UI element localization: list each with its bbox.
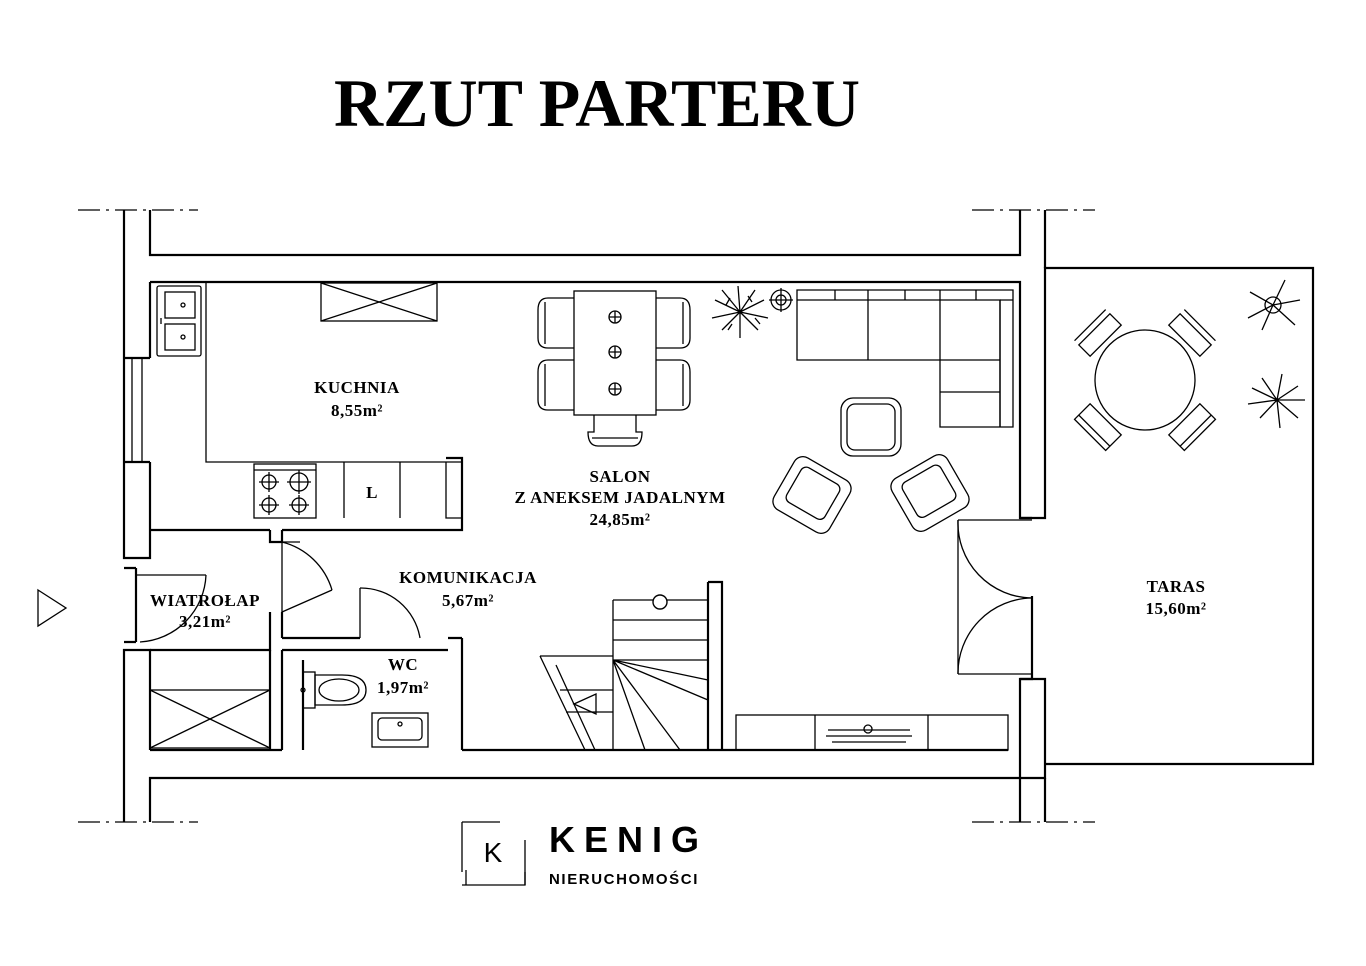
dining-table: [537, 290, 691, 447]
wiatrolap-area: 3,21m²: [179, 612, 231, 631]
washbasin-icon: [371, 712, 429, 748]
plan-title: RZUT PARTERU: [334, 65, 860, 141]
tv-cabinet: [735, 714, 1009, 751]
room-salon: SALON Z ANEKSEM JADALNYM 24,85m²: [514, 467, 725, 529]
logo-mark-icon: K: [461, 821, 526, 886]
armchair-right: [890, 454, 970, 532]
wc-area: 1,97m²: [377, 678, 429, 697]
wardrobe: [149, 689, 271, 749]
room-wiatrolap: WIATROŁAP 3,21m²: [150, 591, 260, 631]
taras-area: 15,60m²: [1145, 599, 1206, 618]
komunikacja-area: 5,67m²: [442, 591, 494, 610]
komunikacja-name: KOMUNIKACJA: [399, 568, 537, 587]
room-taras: TARAS 15,60m²: [1145, 577, 1206, 618]
room-komunikacja: KOMUNIKACJA 5,67m²: [399, 568, 537, 610]
plant-icon: [711, 285, 769, 338]
kitchen-fixtures: L: [156, 282, 463, 519]
logo-mark-letter: K: [484, 837, 503, 868]
axis-markers: [78, 209, 1095, 823]
wiatrolap-name: WIATROŁAP: [150, 591, 260, 610]
sofa: [796, 289, 1014, 428]
salon-area: 24,85m²: [589, 510, 650, 529]
lamp-icon: [769, 288, 793, 312]
taras-name: TARAS: [1147, 577, 1206, 596]
terrace-plant-icon: [1247, 279, 1301, 331]
sink-icon: [156, 285, 202, 357]
armchair-left: [772, 456, 852, 534]
ottoman: [840, 397, 902, 457]
walls: [122, 210, 1315, 822]
room-kuchnia: KUCHNIA 8,55m²: [314, 378, 400, 420]
kuchnia-name: KUCHNIA: [314, 378, 400, 397]
terrace-table: [1073, 309, 1217, 452]
salon-line1: SALON: [589, 467, 650, 486]
kenig-logo: K KENIG NIERUCHOMOŚCI: [461, 819, 708, 888]
cooktop-icon: [253, 463, 317, 519]
salon-line2: Z ANEKSEM JADALNYM: [514, 488, 725, 507]
terrace-plant-icon-2: [1247, 373, 1305, 429]
stairs-icon: [539, 594, 709, 751]
doors: [136, 519, 1033, 675]
room-wc: WC 1,97m²: [377, 655, 429, 697]
entrance-arrow-icon: [37, 588, 68, 628]
kuchnia-area: 8,55m²: [331, 401, 383, 420]
fridge-label: L: [366, 483, 378, 502]
logo-subtitle: NIERUCHOMOŚCI: [549, 870, 699, 888]
logo-name: KENIG: [549, 819, 708, 860]
toilet-icon: [300, 671, 367, 709]
wc-name: WC: [388, 655, 418, 674]
